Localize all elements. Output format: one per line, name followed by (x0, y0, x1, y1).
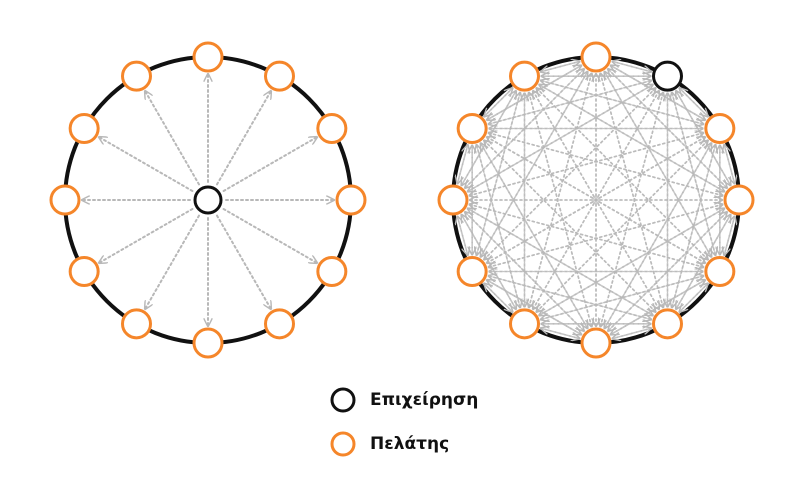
right-mesh-arrow (608, 211, 728, 331)
right-mesh-arrow (489, 276, 652, 321)
left-customer-node (192, 41, 224, 73)
right-customer-node (580, 41, 612, 73)
left-spoke-arrow (99, 137, 194, 192)
legend-business-swatch (330, 387, 356, 413)
right-mesh-arrow (672, 93, 717, 256)
right-mesh-arrow (460, 213, 517, 309)
right-customer-node (652, 308, 683, 340)
right-mesh-arrow (607, 68, 727, 188)
centralized-network-panel (49, 41, 367, 359)
right-mesh-arrow (487, 204, 723, 268)
left-customer-node (316, 256, 348, 287)
left-customer-node (68, 256, 100, 287)
right-mesh-arrow (535, 87, 708, 259)
left-spoke-arrow (222, 208, 318, 263)
right-business-node (652, 60, 683, 92)
right-mesh-arrow (486, 279, 581, 335)
right-mesh-arrow (607, 212, 727, 332)
right-mesh-arrow (475, 144, 521, 308)
left-spoke-arrow (145, 214, 200, 310)
left-customer-node (335, 184, 367, 216)
legend (330, 387, 356, 457)
right-customer-node (704, 113, 736, 144)
right-mesh-arrow (528, 73, 592, 309)
right-mesh-arrow (535, 141, 708, 313)
right-customer-node (704, 256, 736, 287)
right-mesh-arrow (612, 61, 652, 73)
right-mesh-arrow (671, 145, 716, 309)
right-mesh-arrow (468, 133, 703, 197)
right-mesh-arrow (483, 88, 655, 261)
left-customer-node (49, 184, 81, 216)
right-mesh-arrow (672, 144, 717, 308)
right-customer-node (437, 184, 469, 216)
legend-business-label: Επιχείρηση (370, 390, 479, 410)
right-mesh-arrow (465, 212, 585, 332)
right-connection-arrows (457, 61, 734, 338)
right-mesh-arrow (457, 144, 469, 184)
right-customer-node (723, 184, 755, 216)
right-mesh-arrow (599, 93, 663, 328)
right-mesh-arrow (611, 328, 651, 340)
right-mesh-arrow (487, 132, 723, 196)
right-customer-node (456, 256, 488, 287)
right-mesh-arrow (678, 284, 708, 313)
right-mesh-arrow (541, 275, 705, 320)
decentralized-network-panel (437, 41, 755, 359)
right-mesh-arrow (540, 79, 704, 125)
right-customer-nodes (437, 41, 755, 359)
right-mesh-arrow (456, 215, 467, 255)
left-customer-node (192, 327, 224, 359)
left-customer-node (316, 113, 348, 144)
right-mesh-arrow (608, 69, 728, 189)
right-mesh-arrow (475, 93, 521, 256)
right-mesh-arrow (462, 90, 517, 185)
left-connection-arrows (81, 73, 335, 327)
left-spoke-arrow (216, 214, 271, 310)
right-mesh-arrow (540, 276, 704, 321)
right-mesh-arrow (483, 139, 655, 312)
legend-customer-swatch (330, 431, 356, 457)
right-mesh-arrow (465, 68, 585, 188)
right-mesh-arrow (723, 216, 734, 256)
left-customer-nodes (49, 41, 367, 359)
right-mesh-arrow (538, 83, 724, 192)
right-customer-node (509, 60, 540, 92)
right-mesh-arrow (724, 145, 736, 185)
right-customer-node (580, 327, 612, 359)
right-mesh-arrow (541, 81, 705, 125)
right-mesh-arrow (680, 88, 709, 118)
right-mesh-arrow (477, 145, 521, 309)
right-mesh-arrow (464, 69, 584, 189)
left-customer-node (68, 113, 100, 144)
right-mesh-arrow (487, 81, 652, 125)
right-mesh-arrow (483, 282, 512, 312)
right-mesh-arrow (487, 275, 652, 320)
right-customer-node (509, 308, 540, 340)
right-mesh-arrow (528, 91, 592, 327)
left-customer-node (264, 308, 295, 340)
right-customer-node (456, 113, 488, 144)
right-mesh-arrow (464, 211, 584, 331)
left-customer-node (121, 308, 152, 340)
left-spoke-arrow (99, 208, 194, 263)
right-mesh-arrow (671, 91, 716, 256)
legend-customer-label: Πελάτης (370, 434, 450, 454)
right-mesh-arrow (540, 327, 580, 338)
right-mesh-arrow (468, 203, 703, 267)
left-business-node (193, 185, 223, 215)
right-mesh-arrow (484, 87, 514, 116)
left-customer-node (121, 60, 152, 92)
right-mesh-arrow (540, 61, 580, 73)
left-spoke-arrow (222, 137, 318, 192)
right-mesh-arrow (489, 79, 652, 125)
right-mesh-center-mark (592, 196, 600, 204)
right-mesh-arrow (477, 91, 521, 256)
left-customer-node (264, 60, 295, 92)
right-mesh-arrow (532, 90, 659, 309)
left-spoke-arrow (145, 91, 200, 186)
left-spoke-arrow (216, 91, 271, 186)
right-mesh-arrow (600, 73, 664, 309)
